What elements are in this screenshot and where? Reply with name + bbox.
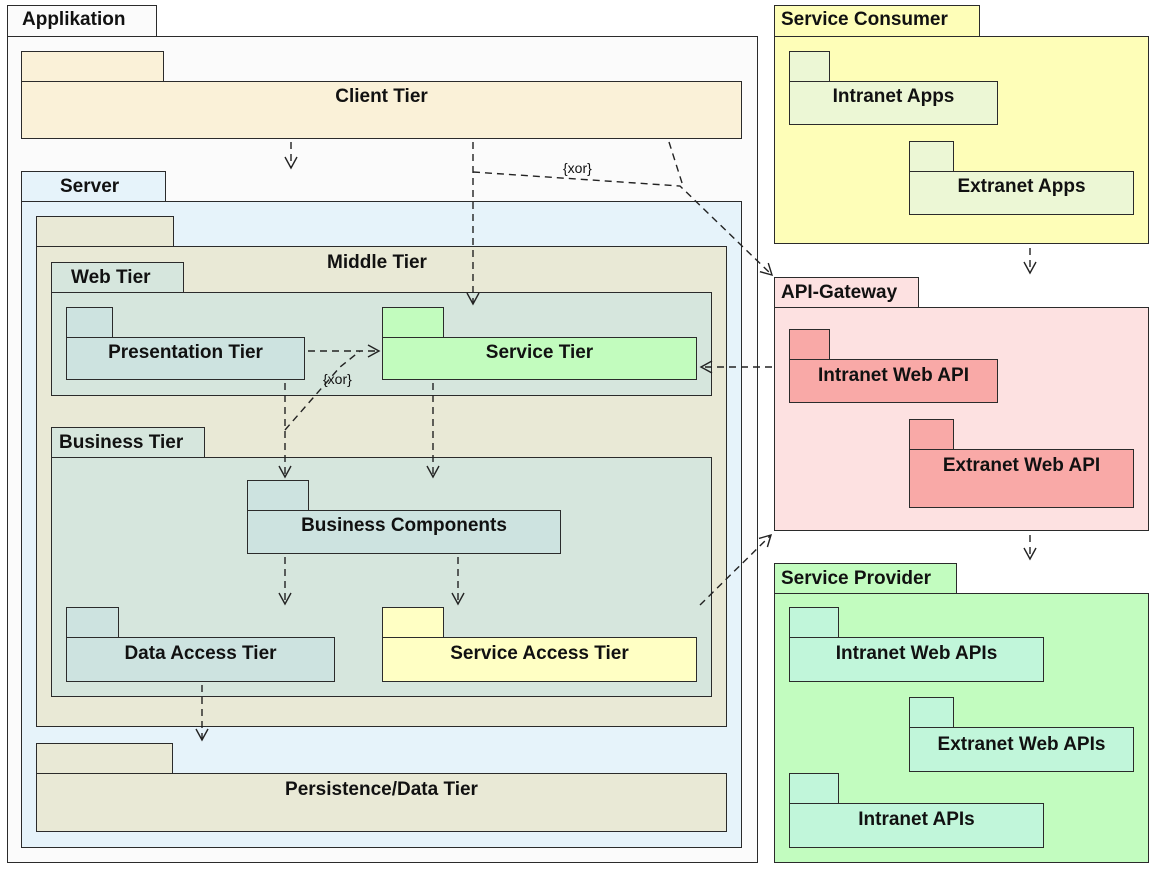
- intranet-apis-package: [789, 803, 1044, 848]
- api-gateway-tab: [774, 277, 919, 308]
- presentation-tier-label: Presentation Tier: [108, 342, 263, 363]
- service-tier-tab: [382, 307, 444, 338]
- extranet-apps-label: Extranet Apps: [957, 176, 1086, 197]
- xor-constraint-top: {xor}: [563, 160, 592, 176]
- applikation-label: Applikation: [22, 9, 126, 30]
- business-tier-label: Business Tier: [59, 432, 184, 453]
- client-tier-label: Client Tier: [335, 86, 428, 107]
- server-label: Server: [60, 176, 120, 197]
- extranet-apps-package: [909, 171, 1134, 215]
- service-access-to-gateway-arrow: [699, 533, 773, 606]
- persistence-tier-package: [36, 773, 727, 832]
- service-tier-package: [382, 337, 697, 380]
- data-access-tier-label: Data Access Tier: [124, 643, 277, 664]
- business-tier-tab: [51, 427, 205, 458]
- data-access-tier-package: [66, 637, 335, 682]
- intranet-web-api-label: Intranet Web API: [818, 365, 969, 386]
- client-to-gateway-xor-branch: [472, 171, 774, 277]
- intranet-apps-label: Intranet Apps: [832, 86, 955, 107]
- extranet-web-apis-package: [909, 727, 1134, 772]
- service-tier-label: Service Tier: [485, 342, 594, 363]
- client-tier-tab: [21, 51, 164, 82]
- persistence-tier-label: Persistence/Data Tier: [285, 779, 478, 800]
- service-access-tier-package: [382, 637, 697, 682]
- intranet-web-apis-label: Intranet Web APIs: [835, 643, 998, 664]
- data-access-tier-tab: [66, 607, 119, 638]
- intranet-apis-label: Intranet APIs: [858, 809, 975, 830]
- extranet-web-apis-label: Extranet Web APIs: [937, 734, 1106, 755]
- intranet-apps-tab: [789, 51, 830, 82]
- business-components-package: [247, 510, 561, 554]
- middle-tier-label: Middle Tier: [327, 252, 427, 273]
- business-components-label: Business Components: [301, 515, 507, 536]
- extranet-web-apis-tab: [909, 697, 954, 728]
- service-consumer-label: Service Consumer: [781, 9, 948, 30]
- web-tier-label: Web Tier: [71, 267, 151, 288]
- extranet-web-api-package: [909, 449, 1134, 508]
- api-gateway-label: API-Gateway: [781, 282, 898, 303]
- client-tier-package: [21, 81, 742, 139]
- presentation-xor-branch: [284, 350, 361, 431]
- presentation-tier-package: [66, 337, 305, 380]
- xor-constraint-middle: {xor}: [323, 371, 352, 387]
- intranet-apps-package: [789, 81, 998, 125]
- intranet-web-apis-package: [789, 637, 1044, 682]
- service-provider-label: Service Provider: [781, 568, 931, 589]
- applikation-package-tab: [7, 5, 157, 37]
- service-consumer-tab: [774, 5, 980, 37]
- persistence-tier-tab: [36, 743, 173, 774]
- extranet-web-api-label: Extranet Web API: [942, 455, 1101, 476]
- extranet-web-api-tab: [909, 419, 954, 450]
- service-access-tier-label: Service Access Tier: [450, 643, 629, 664]
- intranet-web-apis-tab: [789, 607, 839, 638]
- intranet-apis-tab: [789, 773, 839, 804]
- service-access-tier-tab: [382, 607, 444, 638]
- client-to-gateway-arrow: [668, 141, 684, 187]
- intranet-web-api-package: [789, 359, 998, 403]
